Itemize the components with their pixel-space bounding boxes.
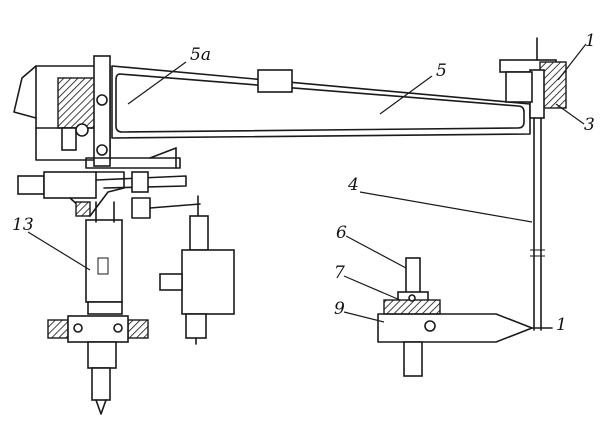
- label-4: 4: [347, 175, 359, 195]
- label-13: 13: [12, 215, 34, 235]
- side-motor: [17, 171, 201, 219]
- label-5: 5: [436, 61, 447, 81]
- label-3: 3: [584, 115, 595, 135]
- middle-unit: [159, 195, 235, 345]
- label-7: 7: [334, 263, 345, 283]
- label-6: 6: [336, 223, 347, 243]
- bearing-assembly: [499, 37, 567, 119]
- arm-5: [111, 65, 531, 139]
- main-spindle: [75, 55, 181, 169]
- label-1: 1: [585, 31, 596, 51]
- leader-lines: [27, 43, 587, 323]
- label-end-1: 1: [556, 315, 567, 335]
- column-13: [47, 201, 149, 415]
- rod-4: [530, 117, 545, 331]
- label-5a: 5a: [190, 45, 211, 65]
- label-9: 9: [334, 299, 345, 319]
- carriage: [377, 257, 553, 377]
